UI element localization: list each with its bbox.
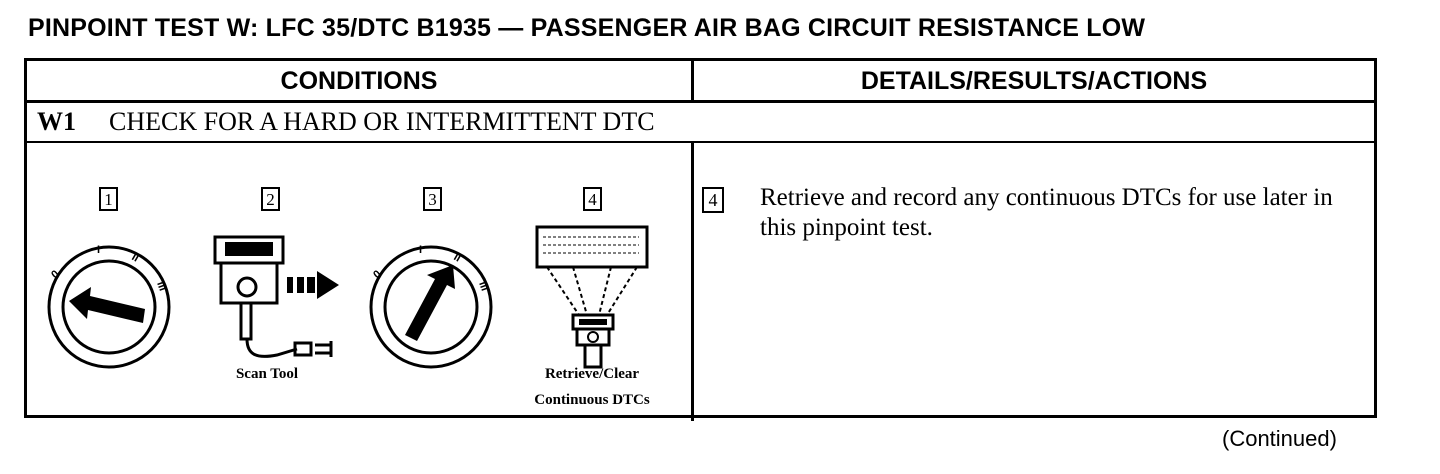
details-cell: 4 Retrieve and record any continuous DTC… — [694, 143, 1374, 415]
switch-mark-acc: I — [97, 244, 100, 256]
scan-tool-caption: Scan Tool — [235, 366, 299, 382]
switch-mark-run: II — [452, 251, 463, 264]
step-id: W1 — [37, 107, 76, 136]
retrieve-clear-caption: Retrieve/Clear Continuous DTCs — [507, 361, 677, 413]
switch-mark-start: III — [154, 280, 168, 293]
illustration-number-3: 3 — [423, 187, 442, 211]
ignition-switch-off-icon: 0 I II III — [47, 244, 171, 369]
switch-mark-run: II — [130, 251, 141, 264]
conditions-cell: 1 0 I II III 2 Scan Too — [27, 143, 691, 415]
header-conditions: CONDITIONS — [280, 67, 438, 95]
retrieve-clear-caption-line2: Continuous DTCs — [534, 392, 650, 408]
ignition-switch-on-icon: 0 I II III — [369, 244, 493, 369]
continued-label: (Continued) — [1222, 426, 1337, 451]
pinpoint-test-table: CONDITIONS DETAILS/RESULTS/ACTIONS W1 CH… — [24, 58, 1377, 421]
switch-mark-start: III — [476, 280, 490, 293]
retrieve-clear-dtc-icon — [535, 225, 649, 369]
column-divider — [691, 61, 694, 103]
retrieve-clear-caption-line1: Retrieve/Clear — [544, 366, 640, 382]
switch-mark-acc: I — [419, 244, 422, 256]
result-step-number: 4 — [702, 187, 724, 213]
illustration-number-4: 4 — [583, 187, 602, 211]
table-header-row: CONDITIONS DETAILS/RESULTS/ACTIONS — [27, 61, 1374, 103]
illustration-number-2: 2 — [261, 187, 280, 211]
step-row: W1 CHECK FOR A HARD OR INTERMITTENT DTC — [27, 103, 1374, 143]
result-instruction-text: Retrieve and record any continuous DTCs … — [760, 184, 1333, 241]
column-divider — [691, 143, 694, 421]
header-details-results-actions: DETAILS/RESULTS/ACTIONS — [860, 67, 1208, 95]
page-title: PINPOINT TEST W: LFC 35/DTC B1935 — PASS… — [28, 14, 1146, 42]
illustration-number-1: 1 — [99, 187, 118, 211]
scan-tool-icon — [213, 235, 339, 358]
step-title: CHECK FOR A HARD OR INTERMITTENT DTC — [109, 107, 655, 136]
